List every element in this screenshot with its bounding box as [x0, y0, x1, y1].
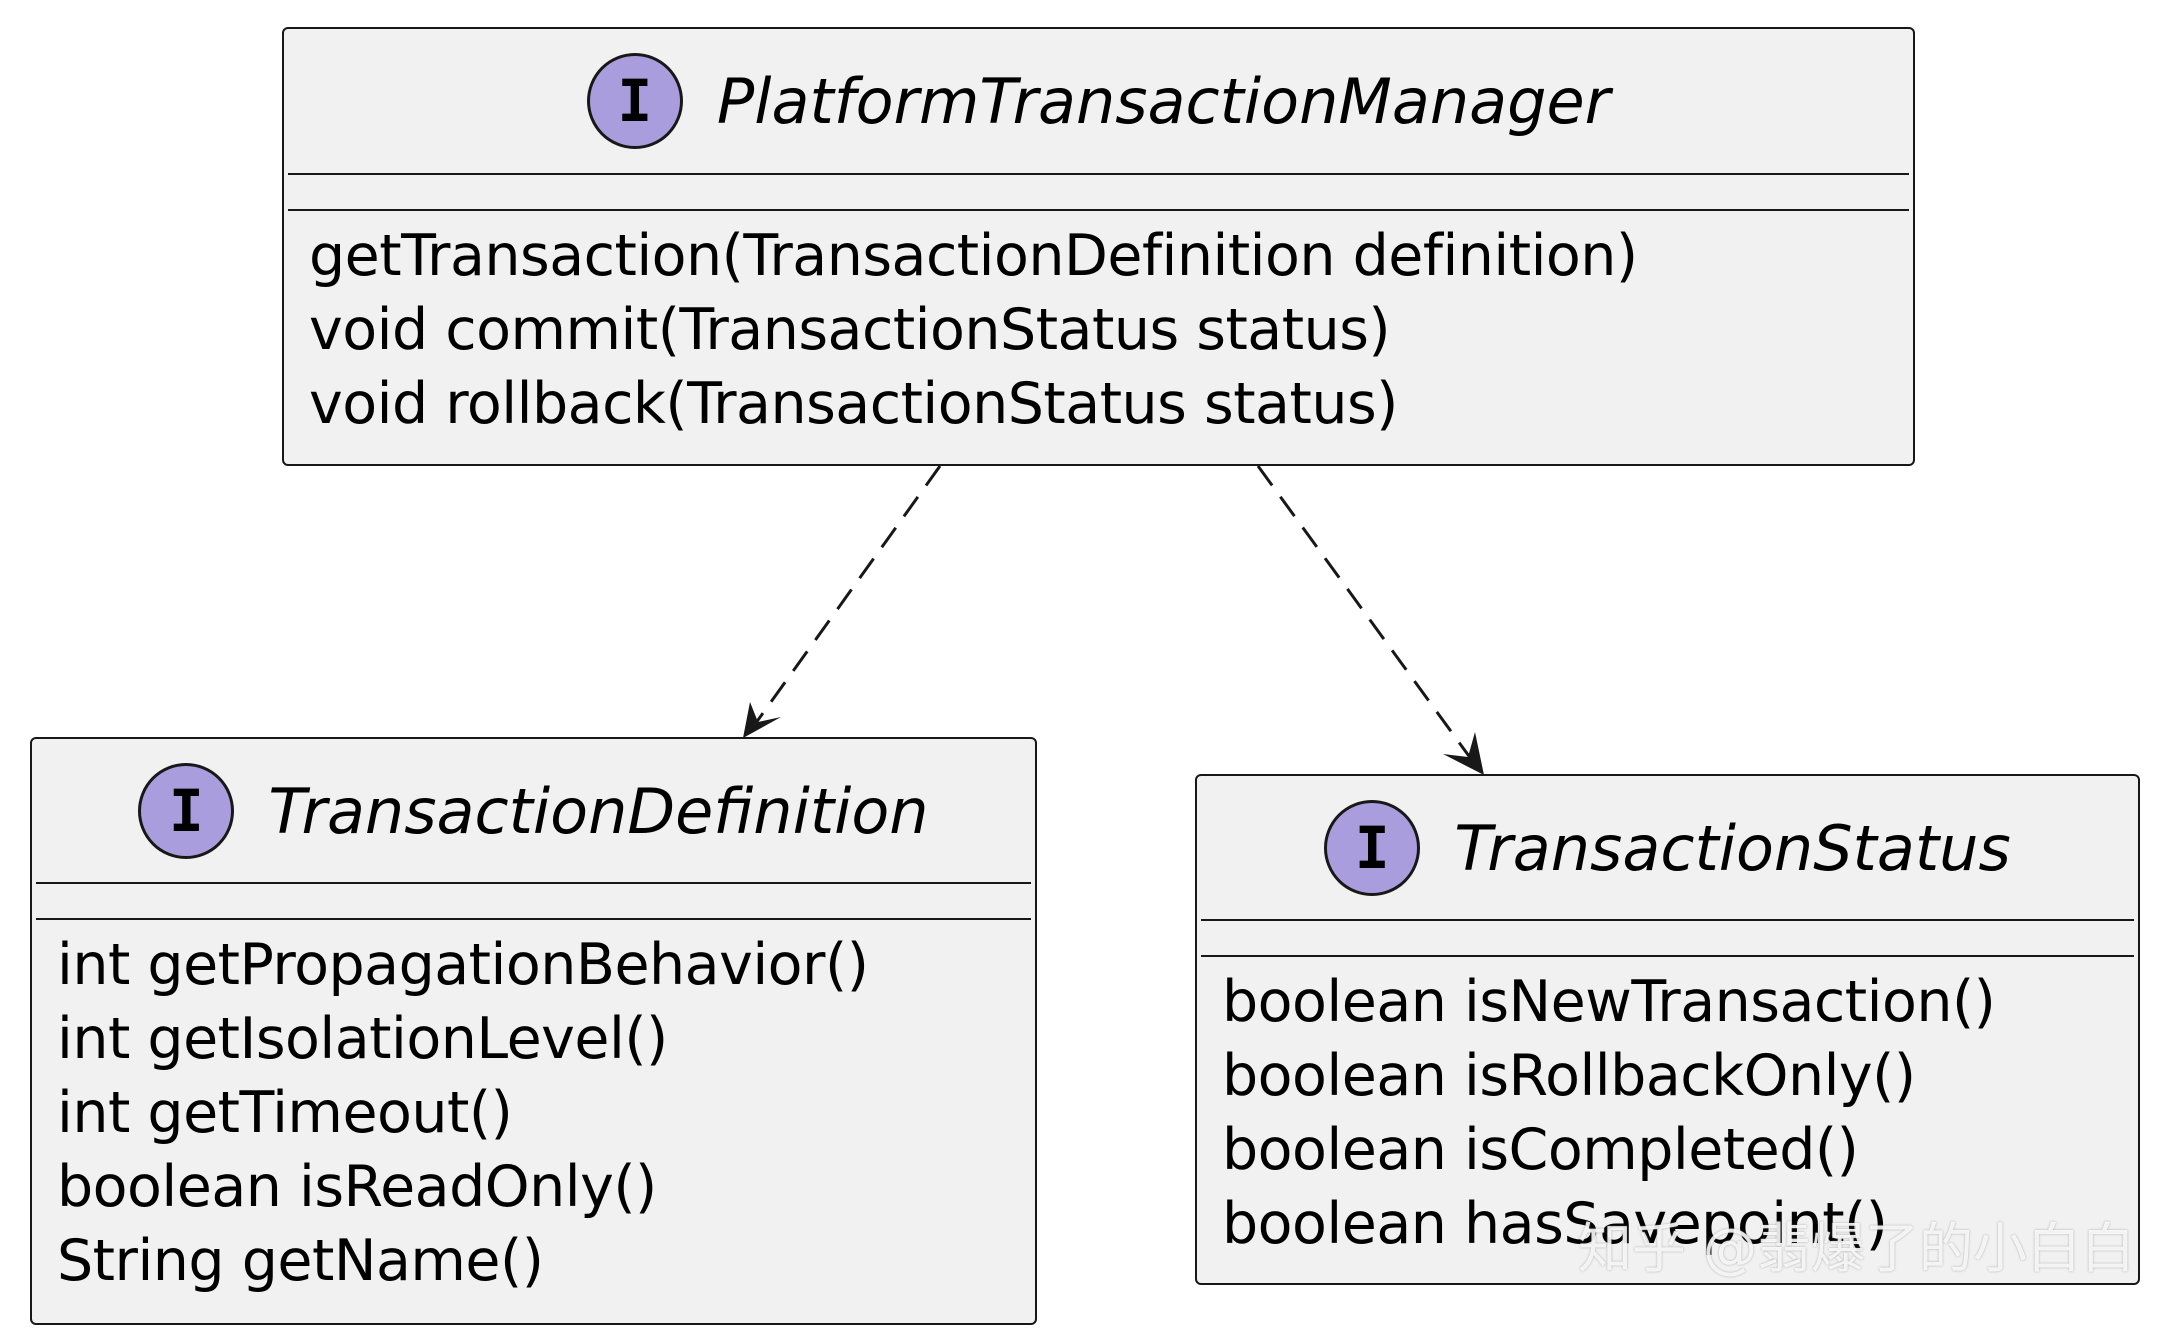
method-item: getTransaction(TransactionDefinition def… [309, 223, 1638, 289]
attributes-divider [288, 173, 1909, 175]
method-item: String getName() [57, 1228, 544, 1294]
method-list: getTransaction(TransactionDefinition def… [309, 219, 1903, 441]
method-list: boolean isNewTransaction() boolean isRol… [1222, 965, 2128, 1261]
arrowhead-status [1443, 732, 1484, 775]
class-name: PlatformTransactionManager [716, 64, 1611, 138]
method-list: int getPropagationBehavior() int getIsol… [57, 928, 1025, 1298]
methods-divider [1201, 955, 2134, 957]
dependency-line-status [1256, 465, 1476, 764]
class-header: I TransactionStatus [1197, 776, 2138, 920]
class-header: I TransactionDefinition [32, 739, 1035, 883]
methods-divider [288, 209, 1909, 211]
class-name: TransactionStatus [1454, 811, 2011, 885]
class-header: I PlatformTransactionManager [284, 29, 1913, 173]
class-transaction-status[interactable]: I TransactionStatus boolean isNewTransac… [1195, 774, 2140, 1285]
interface-badge-icon: I [1324, 800, 1421, 896]
attributes-divider [36, 882, 1031, 884]
method-item: boolean isCompleted() [1222, 1117, 1859, 1183]
interface-badge-icon: I [586, 53, 683, 149]
methods-divider [36, 918, 1031, 920]
method-item: int getPropagationBehavior() [57, 932, 869, 998]
arrowhead-definition [743, 702, 781, 738]
class-transaction-definition[interactable]: I TransactionDefinition int getPropagati… [30, 737, 1037, 1325]
dependency-line-definition [751, 465, 942, 728]
method-item: boolean hasSavepoint() [1222, 1191, 1888, 1257]
method-item: boolean isRollbackOnly() [1222, 1043, 1916, 1109]
method-item: void rollback(TransactionStatus status) [309, 371, 1398, 437]
method-item: int getTimeout() [57, 1080, 513, 1146]
watermark: 知乎 @翡爆了的小白白 [1577, 1217, 2135, 1280]
interface-badge-icon: I [138, 763, 235, 859]
attributes-divider [1201, 919, 2134, 921]
method-item: boolean isNewTransaction() [1222, 969, 1996, 1035]
class-name: TransactionDefinition [268, 774, 929, 848]
method-item: int getIsolationLevel() [57, 1006, 668, 1072]
method-item: boolean isReadOnly() [57, 1154, 657, 1220]
class-platform-transaction-manager[interactable]: I PlatformTransactionManager getTransact… [282, 27, 1915, 466]
method-item: void commit(TransactionStatus status) [309, 297, 1391, 363]
